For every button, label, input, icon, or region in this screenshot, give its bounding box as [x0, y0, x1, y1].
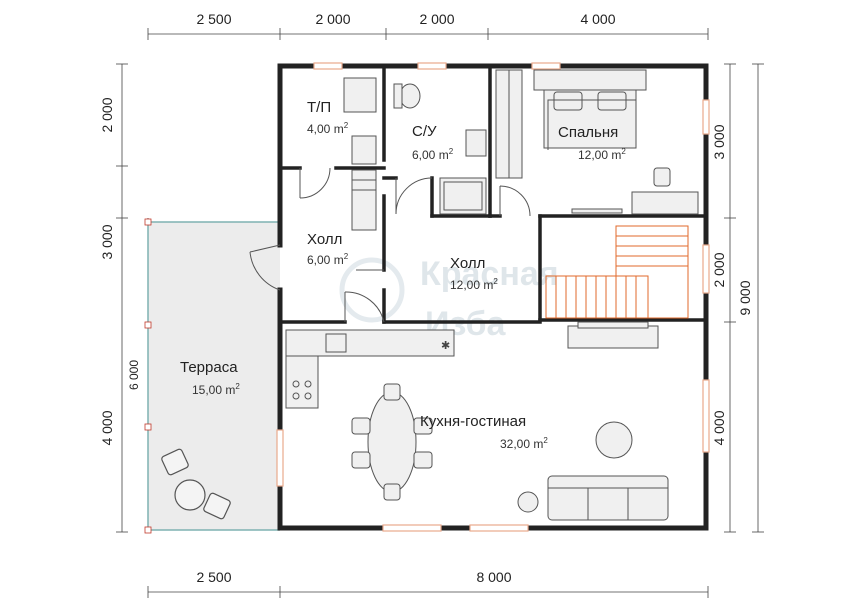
room-name-hall-1: Холл	[307, 231, 342, 248]
watermark: Красная Изба	[339, 255, 559, 343]
staircase	[545, 225, 689, 319]
dim-left-1: 2 000	[99, 97, 115, 132]
room-area-tp-value: 4,00 m	[307, 122, 344, 136]
room-area-kitchen-sup: 2	[543, 436, 548, 445]
windows	[276, 62, 710, 532]
dim-left-2: 3 000	[99, 224, 115, 259]
dim-right-3: 4 000	[711, 410, 727, 445]
tv-unit	[567, 325, 659, 349]
sofa	[547, 475, 669, 521]
dim-top-4: 4 000	[580, 11, 615, 27]
room-area-hall-1-value: 6,00 m	[307, 253, 344, 267]
room-kitchen-living: Кухня-гостиная 32,00 m2	[420, 413, 548, 451]
room-su: С/У 6,00 m2	[412, 123, 454, 162]
fan-icon: ✱	[441, 339, 450, 352]
dim-top-3: 2 000	[419, 11, 454, 27]
room-area-bedroom-sup: 2	[621, 147, 626, 156]
armchair	[517, 491, 539, 513]
room-area-bedroom-value: 12,00 m	[578, 148, 621, 162]
room-area-kitchen-value: 32,00 m	[500, 437, 543, 451]
room-area-su-sup: 2	[449, 147, 454, 156]
room-bedroom: Спальня 12,00 m2	[558, 124, 626, 162]
room-terrace: Терраса 15,00 m2	[180, 359, 240, 397]
room-name-tp: Т/П	[307, 99, 331, 116]
furniture	[285, 69, 699, 521]
toilet	[399, 83, 421, 109]
room-area-hall-2-value: 12,00 m	[450, 278, 493, 292]
room-area-hall-1: 6,00 m2	[307, 252, 349, 267]
dining-table	[367, 391, 417, 493]
room-area-kitchen: 32,00 m2	[500, 436, 548, 451]
coffee-table	[595, 421, 633, 459]
terrace-furniture	[161, 448, 231, 520]
boiler	[343, 77, 377, 113]
dim-top-1: 2 500	[196, 11, 231, 27]
room-name-su: С/У	[412, 123, 437, 140]
room-name-terrace: Терраса	[180, 359, 238, 376]
room-area-terrace-value: 15,00 m	[192, 383, 235, 397]
kitchen-counter-top	[285, 329, 455, 357]
dim-right-1: 3 000	[711, 124, 727, 159]
room-area-tp: 4,00 m2	[307, 121, 349, 136]
dim-top-2: 2 000	[315, 11, 350, 27]
room-area-su-value: 6,00 m	[412, 148, 449, 162]
room-area-bedroom: 12,00 m2	[578, 147, 626, 162]
room-area-terrace: 15,00 m2	[192, 382, 240, 397]
watermark-text-1: Красная	[420, 255, 559, 293]
sink	[465, 129, 487, 157]
room-name-kitchen: Кухня-гостиная	[420, 413, 526, 430]
room-area-hall-2-sup: 2	[493, 277, 498, 286]
dim-left-3: 4 000	[99, 410, 115, 445]
room-name-bedroom: Спальня	[558, 124, 618, 141]
room-hall-2: Холл 12,00 m2	[450, 255, 498, 292]
room-area-hall-1-sup: 2	[344, 252, 349, 261]
doors	[249, 167, 531, 323]
dim-bottom-2: 8 000	[476, 569, 511, 585]
room-hall-1: Холл 6,00 m2	[307, 231, 349, 267]
room-name-hall-2: Холл	[450, 255, 485, 272]
room-area-terrace-sup: 2	[235, 382, 240, 391]
dimension-lines	[116, 28, 764, 598]
room-area-hall-2: 12,00 m2	[450, 277, 498, 292]
shower	[439, 177, 487, 215]
desk	[631, 191, 699, 215]
dim-right-total: 9 000	[737, 280, 753, 315]
room-area-tp-sup: 2	[344, 121, 349, 130]
dim-left-terrace: 6 000	[127, 360, 141, 390]
dim-bottom-1: 2 500	[196, 569, 231, 585]
room-area-su: 6,00 m2	[412, 147, 454, 162]
dim-right-2: 2 000	[711, 252, 727, 287]
terrace	[144, 218, 280, 534]
kitchen-counter-left	[285, 355, 319, 409]
room-tp: Т/П 4,00 m2	[307, 99, 349, 136]
